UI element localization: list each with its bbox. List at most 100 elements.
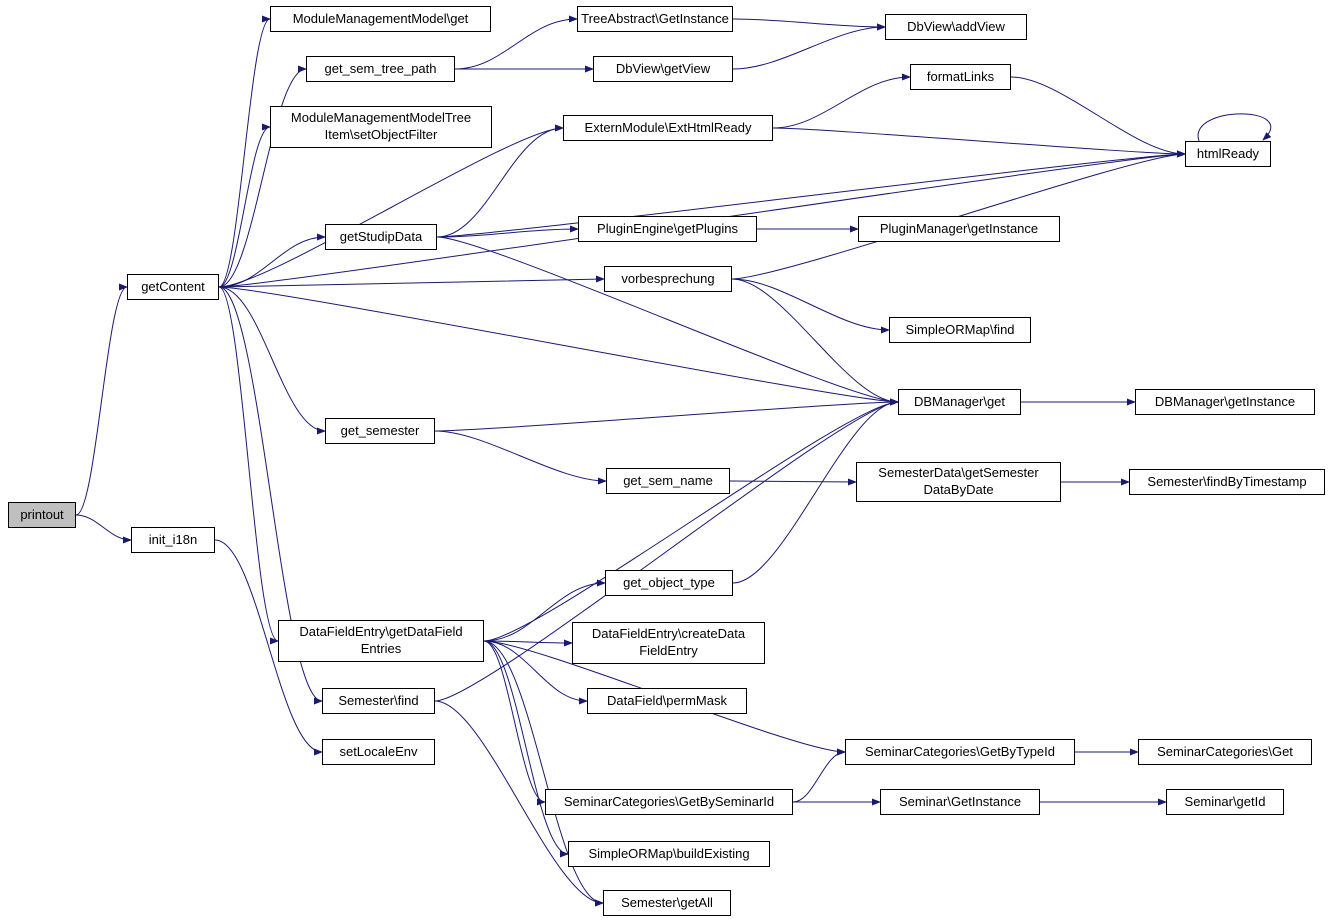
graph-node-dbmanager_getinstance[interactable]: DBManager\getInstance bbox=[1135, 389, 1315, 415]
graph-node-seminar_getinstance[interactable]: Seminar\GetInstance bbox=[880, 789, 1040, 815]
graph-node-permMask[interactable]: DataField\permMask bbox=[587, 688, 747, 714]
graph-node-label: PluginManager\getInstance bbox=[879, 220, 1039, 236]
call-edge-vorbesprechung-to-dbmanager_get bbox=[731, 278, 899, 406]
graph-node-label: init_i18n bbox=[148, 531, 198, 547]
call-edge-getStudipData-to-exthtmlready bbox=[436, 124, 564, 238]
call-edge-vorbesprechung-to-simpleormap_find bbox=[731, 278, 890, 334]
call-edge-get_object_type-to-dbmanager_get bbox=[732, 398, 899, 584]
call-edge-getDataFieldEntries-to-getBySeminarId bbox=[483, 640, 546, 806]
graph-node-label: FieldEntry bbox=[639, 643, 698, 658]
graph-node-findByTimestamp[interactable]: Semester\findByTimestamp bbox=[1129, 469, 1325, 495]
graph-node-label: DataFieldEntry\createData bbox=[591, 626, 746, 642]
call-edge-getDataFieldEntries-to-createDataFieldEntry bbox=[483, 639, 573, 647]
call-edge-get_semester-to-dbmanager_get bbox=[434, 398, 899, 432]
graph-node-label: Seminar\GetInstance bbox=[898, 793, 1022, 809]
call-edge-getDataFieldEntries-to-get_object_type bbox=[483, 579, 606, 642]
graph-node-buildExisting[interactable]: SimpleORMap\buildExisting bbox=[568, 841, 770, 867]
call-edge-dbview_getview-to-addView bbox=[732, 23, 886, 70]
call-edge-get_semester-to-get_sem_name bbox=[434, 430, 607, 485]
graph-node-label: DbView\addView bbox=[907, 18, 1005, 34]
graph-node-simpleormap_find[interactable]: SimpleORMap\find bbox=[889, 317, 1031, 343]
call-edge-semester_find-to-dbmanager_get bbox=[434, 398, 899, 702]
graph-node-setLocaleEnv[interactable]: setLocaleEnv bbox=[322, 739, 435, 765]
graph-node-label: SeminarCategories\Get bbox=[1157, 743, 1293, 759]
graph-node-semester_find[interactable]: Semester\find bbox=[322, 688, 435, 714]
call-edge-getContent-to-get_sem_tree_path bbox=[218, 65, 307, 288]
call-edge-getContent-to-vorbesprechung bbox=[218, 275, 605, 288]
graph-node-label: get_object_type bbox=[623, 574, 715, 590]
graph-node-formatLinks[interactable]: formatLinks bbox=[910, 64, 1011, 90]
graph-node-dbview_getview[interactable]: DbView\getView bbox=[593, 56, 733, 82]
graph-node-getplugins[interactable]: PluginEngine\getPlugins bbox=[578, 216, 757, 242]
graph-node-getBySeminarId[interactable]: SeminarCategories\GetBySeminarId bbox=[545, 789, 793, 815]
graph-node-label: get_semester bbox=[340, 422, 420, 438]
call-edge-init_i18n-to-setLocaleEnv bbox=[214, 539, 323, 756]
graph-node-label: Semester\getAll bbox=[621, 894, 713, 910]
graph-node-label: ModuleManagementModelTree bbox=[290, 110, 472, 126]
graph-node-treeabstract_getinstance[interactable]: TreeAbstract\GetInstance bbox=[577, 6, 733, 32]
graph-node-label: setLocaleEnv bbox=[339, 743, 418, 759]
graph-node-getStudipData[interactable]: getStudipData bbox=[325, 224, 437, 250]
call-edge-printout-to-getContent bbox=[75, 283, 128, 516]
call-edge-getDataFieldEntries-to-dbmanager_get bbox=[483, 398, 899, 642]
call-edge-getStudipData-to-dbmanager_get bbox=[436, 236, 899, 406]
graph-node-label: Semester\findByTimestamp bbox=[1147, 473, 1307, 489]
graph-node-getByTypeId[interactable]: SeminarCategories\GetByTypeId bbox=[845, 739, 1075, 765]
graph-node-label: Seminar\getId bbox=[1184, 793, 1266, 809]
graph-node-label: DataFieldEntry\getDataField bbox=[299, 624, 463, 640]
graph-node-label: Entries bbox=[360, 641, 402, 656]
graph-node-label: TreeAbstract\GetInstance bbox=[581, 10, 729, 26]
call-edge-getContent-to-getDataFieldEntries bbox=[218, 286, 279, 645]
graph-node-get_semester[interactable]: get_semester bbox=[325, 418, 435, 444]
call-edge-getContent-to-semester_find bbox=[218, 286, 323, 705]
graph-node-label: DBManager\get bbox=[913, 393, 1006, 409]
call-edge-getBySeminarId-to-getByTypeId bbox=[792, 748, 846, 803]
graph-node-get_object_type[interactable]: get_object_type bbox=[605, 570, 733, 596]
graph-node-exthtmlready[interactable]: ExternModule\ExtHtmlReady bbox=[563, 115, 773, 141]
graph-node-pluginManager_getInstance[interactable]: PluginManager\getInstance bbox=[858, 216, 1060, 242]
graph-node-dbmanager_get[interactable]: DBManager\get bbox=[898, 389, 1021, 415]
call-edge-get_sem_tree_path-to-treeabstract_getinstance bbox=[454, 15, 578, 70]
call-edge-printout-to-init_i18n bbox=[75, 514, 132, 544]
graph-node-label: DataByDate bbox=[923, 482, 994, 497]
call-edge-getContent-to-dbmanager_get bbox=[218, 286, 899, 406]
call-edge-semester_find-to-semester_getAll bbox=[434, 700, 604, 907]
call-edge-getContent-to-mmm_get bbox=[218, 15, 271, 288]
call-edge-htmlReady-to-htmlReady bbox=[1197, 113, 1272, 142]
graph-node-label: SeminarCategories\GetBySeminarId bbox=[563, 793, 775, 809]
graph-node-addView[interactable]: DbView\addView bbox=[885, 14, 1027, 40]
graph-node-label: formatLinks bbox=[926, 68, 995, 84]
call-edge-formatLinks-to-htmlReady bbox=[1010, 76, 1186, 158]
graph-node-label: getStudipData bbox=[339, 228, 423, 244]
call-edge-getStudipData-to-htmlReady bbox=[436, 150, 1186, 238]
graph-node-label: get_sem_tree_path bbox=[324, 60, 437, 76]
graph-node-label: vorbesprechung bbox=[621, 270, 715, 286]
graph-node-getContent[interactable]: getContent bbox=[127, 274, 219, 300]
graph-node-seminarcategories_get[interactable]: SeminarCategories\Get bbox=[1138, 739, 1312, 765]
graph-node-get_sem_tree_path[interactable]: get_sem_tree_path bbox=[306, 56, 455, 82]
graph-node-label: DBManager\getInstance bbox=[1154, 393, 1296, 409]
graph-node-label: Item\setObjectFilter bbox=[324, 127, 438, 142]
graph-node-label: get_sem_name bbox=[623, 472, 713, 488]
graph-node-label: ModuleManagementModel\get bbox=[292, 10, 469, 26]
graph-node-vorbesprechung[interactable]: vorbesprechung bbox=[604, 266, 732, 292]
call-edge-getContent-to-setObjectFilter bbox=[218, 123, 271, 288]
graph-node-label: Semester\find bbox=[338, 692, 419, 708]
graph-node-init_i18n[interactable]: init_i18n bbox=[131, 527, 215, 553]
graph-node-htmlReady[interactable]: htmlReady bbox=[1185, 141, 1271, 167]
call-edge-getDataFieldEntries-to-permMask bbox=[483, 640, 588, 705]
graph-node-semester_getAll[interactable]: Semester\getAll bbox=[603, 890, 731, 916]
call-edge-getContent-to-getStudipData bbox=[218, 233, 326, 288]
graph-node-label: SimpleORMap\find bbox=[905, 321, 1015, 337]
graph-node-label: getContent bbox=[141, 278, 205, 294]
call-edge-getContent-to-get_semester bbox=[218, 286, 326, 435]
graph-node-mmm_get[interactable]: ModuleManagementModel\get bbox=[270, 6, 491, 32]
graph-node-get_sem_name[interactable]: get_sem_name bbox=[606, 468, 730, 494]
graph-node-label: printout bbox=[20, 506, 64, 522]
graph-node-seminar_getid[interactable]: Seminar\getId bbox=[1166, 789, 1284, 815]
